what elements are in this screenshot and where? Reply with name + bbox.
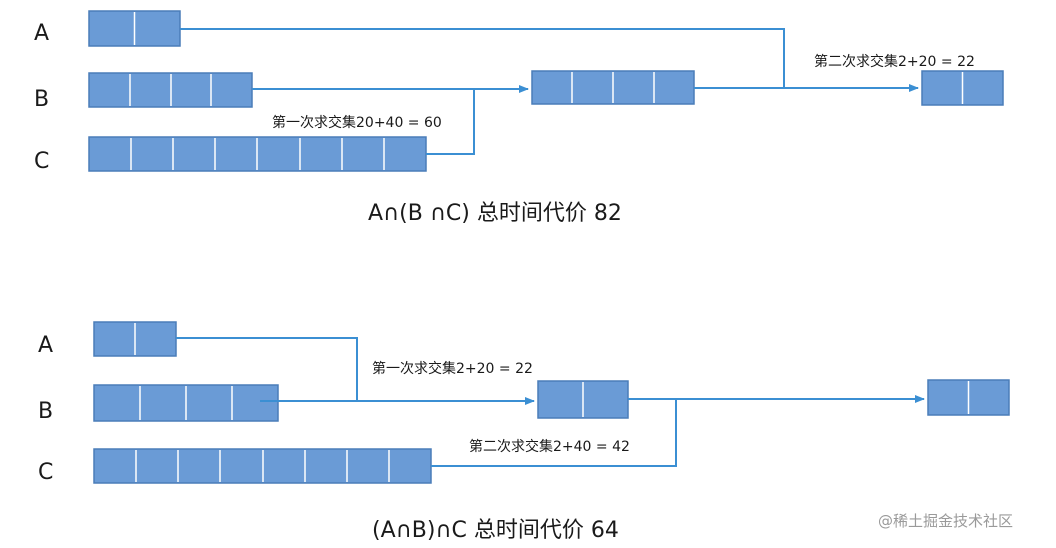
top-list-a (88, 10, 181, 47)
bottom-list-c (93, 448, 432, 484)
bottom-note-second: 第二次求交集2+40 = 42 (469, 438, 630, 455)
top-list-b (88, 72, 253, 108)
top-label-b: B (34, 87, 49, 112)
bottom-list-b (93, 384, 279, 422)
bottom-wire-a-merge (176, 337, 358, 401)
top-result-list (921, 70, 1004, 106)
top-note-first: 第一次求交集20+40 = 60 (272, 114, 442, 131)
top-list-c (88, 136, 427, 172)
watermark: @稀土掘金技术社区 (878, 512, 1013, 530)
top-caption: A∩(B ∩C) 总时间代价 82 (368, 201, 622, 226)
bottom-label-b: B (38, 399, 53, 424)
top-intermediate-list (531, 70, 695, 105)
bottom-result-list (927, 379, 1010, 416)
top-wire-a-merge (180, 28, 785, 89)
bottom-list-a (93, 321, 177, 357)
top-note-second: 第二次求交集2+20 = 22 (814, 53, 975, 70)
top-label-c: C (34, 149, 49, 174)
bottom-caption: (A∩B)∩C 总时间代价 64 (372, 518, 619, 543)
bottom-note-first: 第一次求交集2+20 = 22 (372, 360, 533, 377)
top-wire-c-merge (426, 89, 475, 155)
top-diagram: A B C (34, 10, 1004, 226)
bottom-label-a: A (38, 333, 53, 358)
bottom-label-c: C (38, 460, 53, 485)
bottom-intermediate-list (537, 380, 629, 419)
bottom-diagram: A B C (38, 321, 1010, 543)
bottom-wire-c-merge (431, 399, 677, 467)
top-label-a: A (34, 21, 49, 46)
